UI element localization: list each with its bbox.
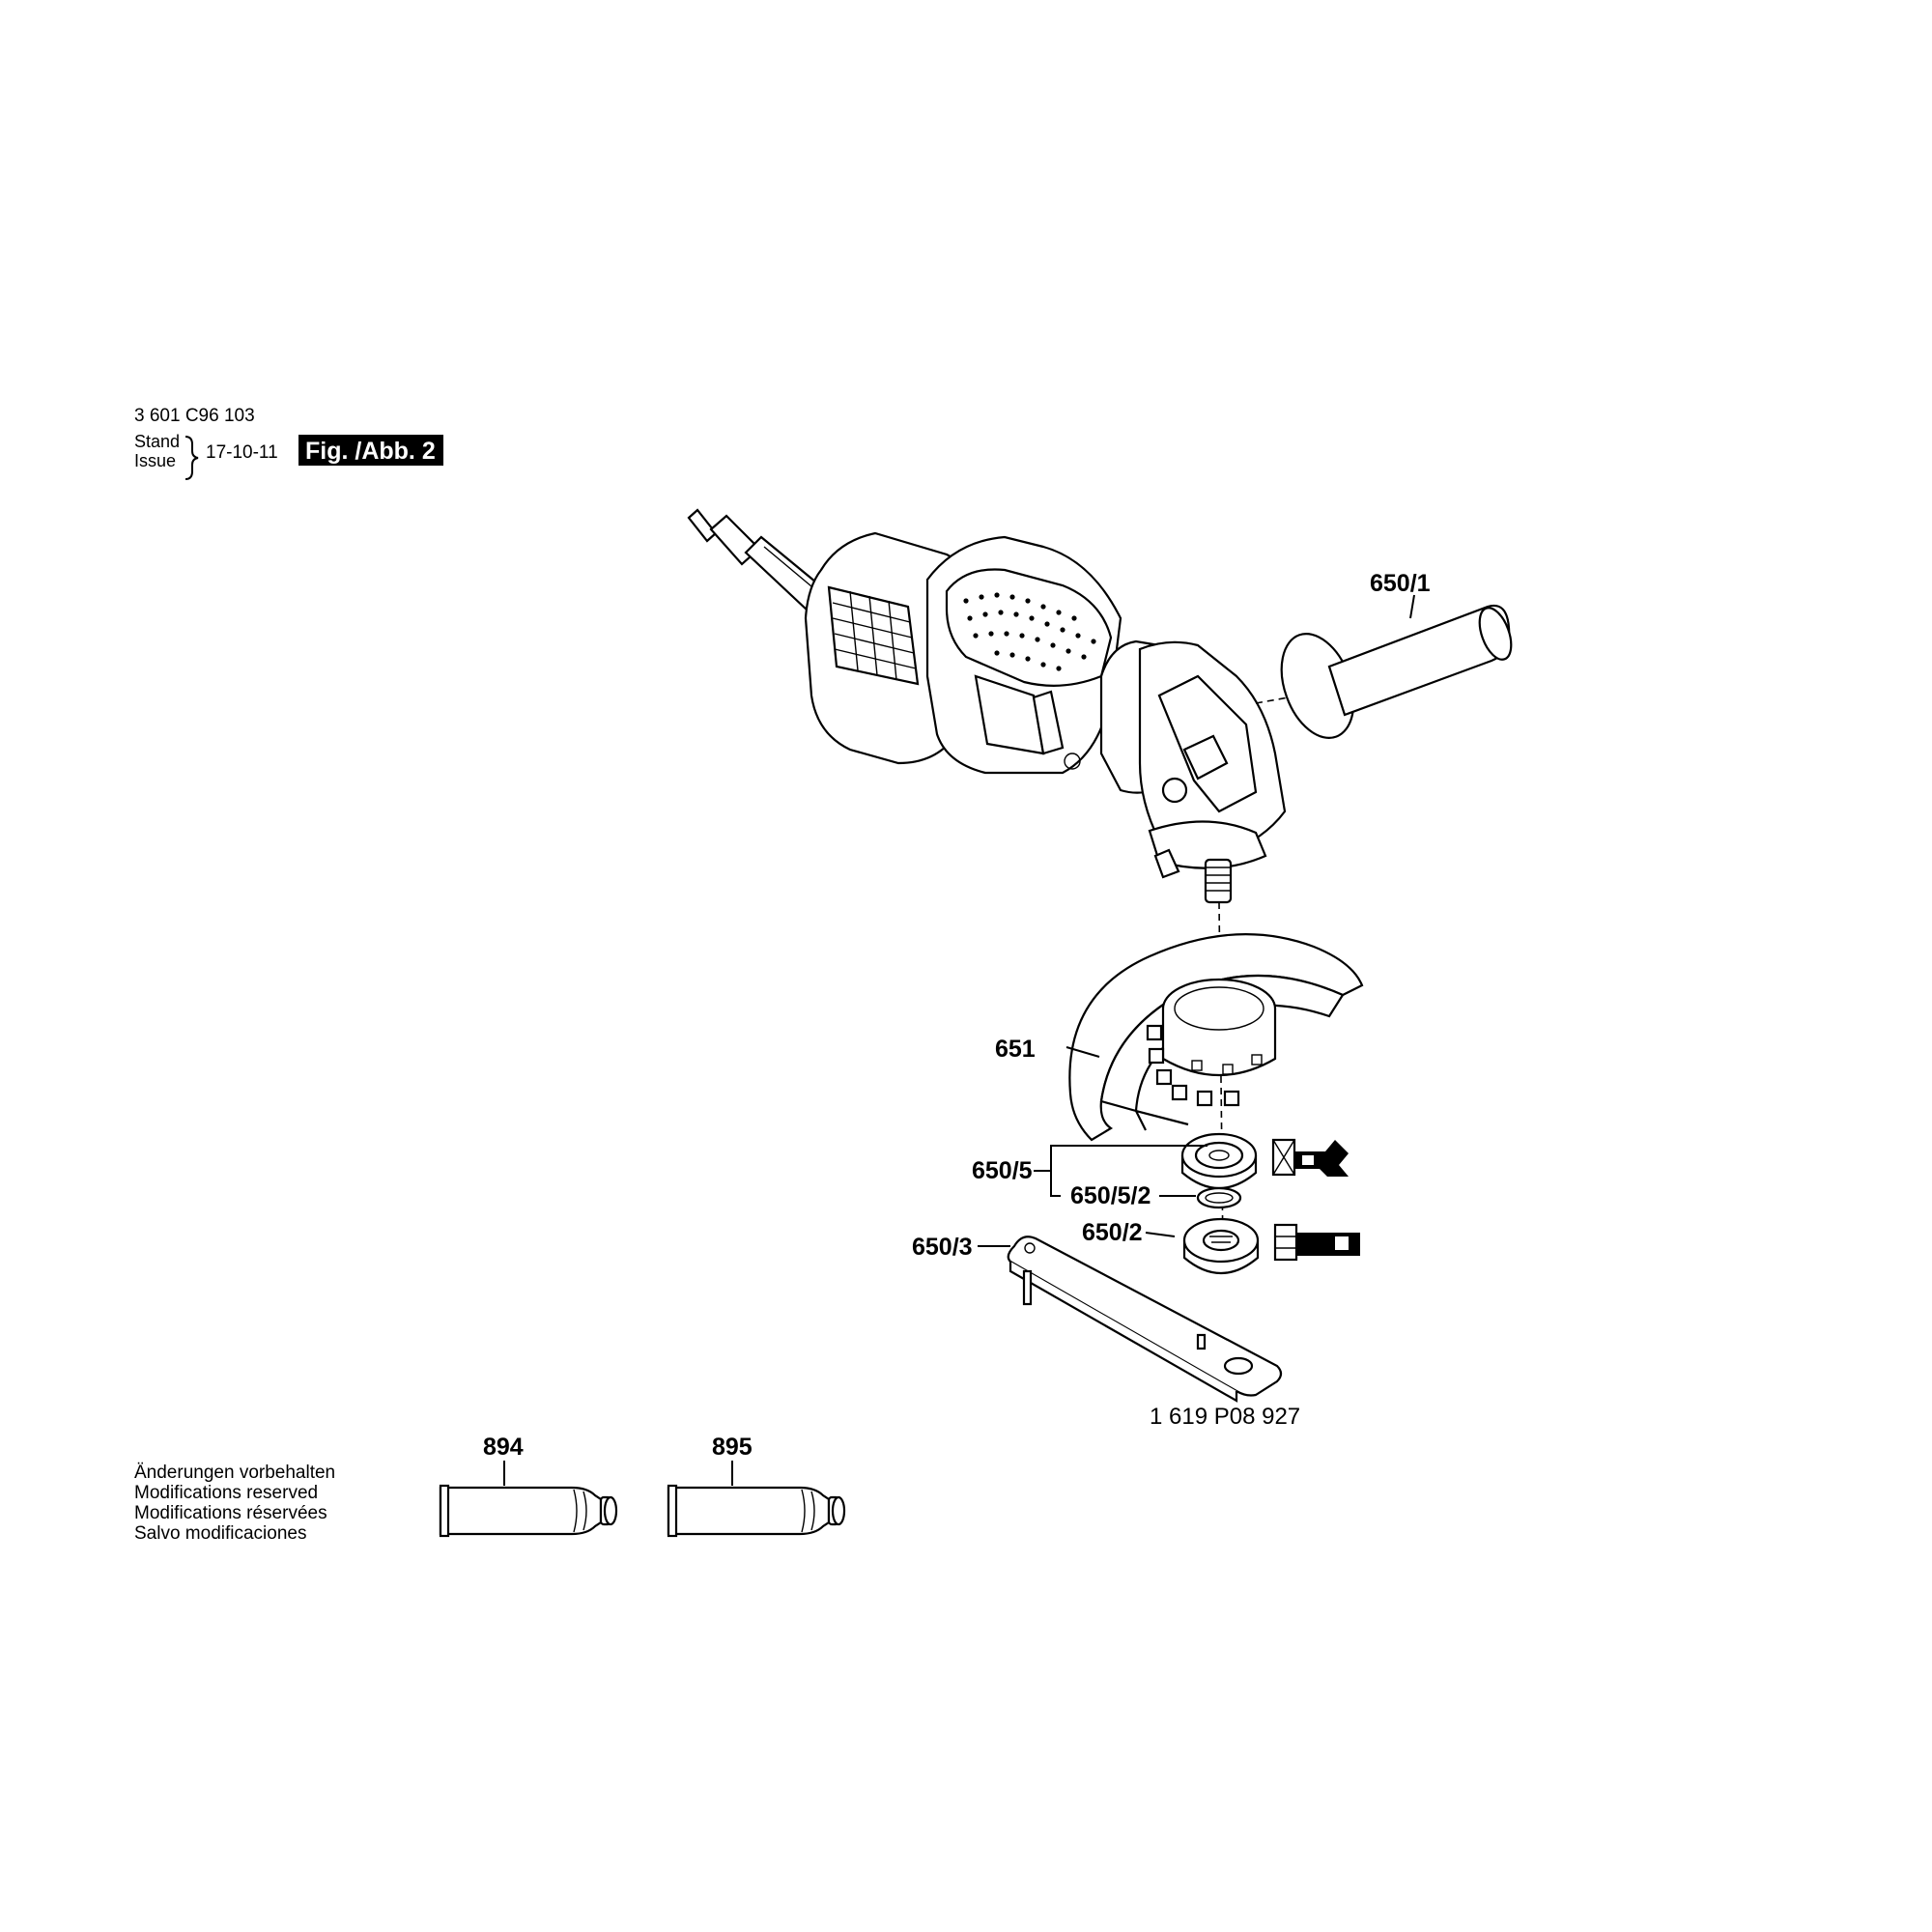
note-line-3: Modifications réservées: [134, 1503, 327, 1523]
part-number: 3 601 C96 103: [134, 406, 255, 426]
grease-tube-894: [439, 1484, 618, 1538]
bearing-flange: [1148, 820, 1267, 869]
angle-grinder-drawing: [687, 508, 1344, 1257]
grease-tube-895: [667, 1484, 846, 1538]
stand-label: Stand: [134, 432, 180, 451]
label-895: 895: [712, 1434, 753, 1461]
two-pin-wrench-drawing: [1007, 1236, 1283, 1403]
spindle-lock-button: [1182, 734, 1229, 781]
power-cord: [687, 508, 829, 612]
label-651: 651: [995, 1036, 1036, 1063]
nut-wrench-icon: [1273, 1223, 1360, 1262]
leader-650-2: [1145, 1232, 1176, 1237]
label-650-2: 650/2: [1082, 1219, 1143, 1246]
side-handle-drawing: [1280, 604, 1513, 739]
side-handle-socket: [1161, 777, 1188, 804]
label-650-1: 650/1: [1370, 570, 1431, 597]
label-650-5: 650/5: [972, 1157, 1033, 1184]
ring-teeth: [1146, 1024, 1240, 1107]
figure-badge: [298, 435, 443, 466]
figure-title: Fig. /Abb. 2: [305, 438, 436, 465]
vent-grille: [827, 585, 920, 686]
label-650-5-2: 650/5/2: [1070, 1182, 1151, 1209]
wrench-part-number: 1 619 P08 927: [1150, 1404, 1300, 1430]
note-line-1: Änderungen vorbehalten: [134, 1463, 335, 1483]
leader-650-1: [1409, 594, 1415, 619]
wheel-guard-drawing: [1068, 933, 1364, 1142]
note-line-4: Salvo modificaciones: [134, 1523, 306, 1544]
clamping-nut-drawing: [1182, 1217, 1260, 1275]
brace-symbol: [185, 436, 199, 480]
leader-651: [1065, 1046, 1100, 1058]
flange-wrench-icon: [1271, 1138, 1349, 1177]
spindle: [1204, 858, 1233, 904]
label-894: 894: [483, 1434, 524, 1461]
clamping-flange-drawing: [1180, 1132, 1258, 1190]
flange-o-ring: [1196, 1186, 1242, 1209]
issue-date: 17-10-11: [206, 442, 278, 463]
screw-icon: [1064, 753, 1081, 770]
label-650-3: 650/3: [912, 1234, 973, 1261]
note-line-2: Modifications reserved: [134, 1483, 318, 1503]
grip-dots: [963, 592, 1096, 671]
issue-label: Issue: [134, 451, 176, 470]
